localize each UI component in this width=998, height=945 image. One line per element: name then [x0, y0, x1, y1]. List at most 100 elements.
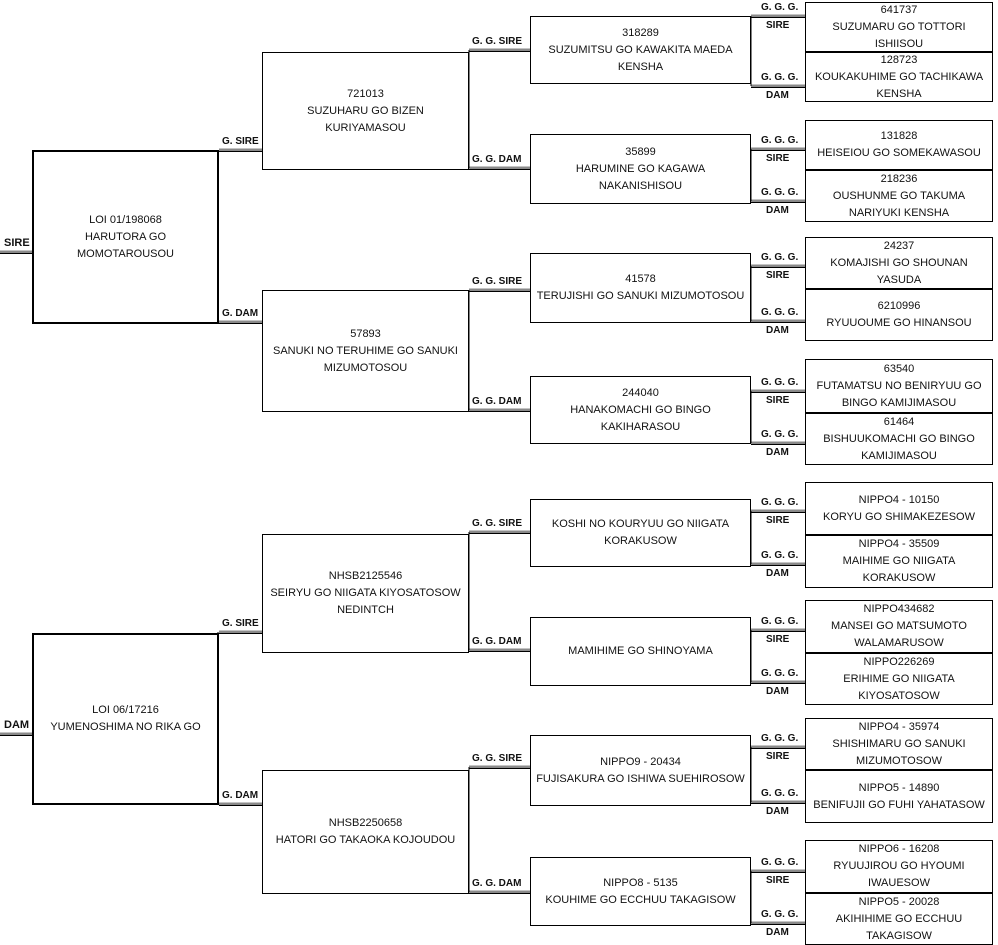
ggg-label: G. G. G. [761, 429, 799, 440]
registration-number: LOI 06/17216 [92, 704, 159, 716]
dog-name: YUMENOSHIMA NO RIKA GO [50, 721, 201, 733]
ggg-dam-label: DAM [766, 205, 789, 216]
registration-number: NIPPO6 - 16208 [858, 843, 940, 855]
gg-connector [469, 408, 530, 412]
registration-number: NIPPO9 - 20434 [600, 755, 681, 768]
ggg-label: G. G. G. [761, 788, 799, 799]
registration-number: NHSB2250658 [328, 817, 403, 829]
ggg-connector [751, 14, 805, 18]
dog-name: HEISEIOU GO SOMEKAWASOU [817, 147, 981, 159]
gg-dam-label: G. G. DAM [472, 636, 522, 647]
g-dam-label: G. DAM [222, 790, 259, 801]
gg-box: MAMIHIME GO SHINOYAMA [530, 617, 751, 686]
dog-name: KOMAJISHI GO SHOUNAN YASUDA [830, 256, 968, 286]
ggg-label: G. G. G. [761, 2, 799, 13]
ggg-sire-label: SIRE [766, 20, 790, 31]
dog-name: KOUKAKUHIME GO TACHIKAWA KENSHA [814, 70, 984, 100]
ggg-sire-label: SIRE [766, 153, 790, 164]
ggg-connector [751, 319, 805, 323]
gg-connector [469, 288, 530, 292]
ggg-sire-label: SIRE [766, 875, 790, 886]
ggg-label: G. G. G. [761, 857, 799, 868]
ggg-label: G. G. G. [761, 377, 799, 388]
dog-name: ERIHIME GO NIIGATA KIYOSATOSOW [843, 672, 955, 702]
ggg-label: G. G. G. [761, 497, 799, 508]
dog-name: BISHUUKOMACHI GO BINGO KAMIJIMASOU [823, 432, 975, 462]
registration-number: 41578 [625, 273, 656, 285]
ggg-connector [751, 147, 805, 151]
registration-number: 35899 [625, 145, 656, 158]
ggg-connector [751, 509, 805, 513]
g-connector [219, 802, 262, 806]
ggg-connector [751, 562, 805, 566]
ggg-connector [751, 921, 805, 925]
dam-side-label: DAM [4, 719, 30, 731]
registration-number: 131828 [880, 130, 918, 142]
dog-name: SUZUHARU GO BIZEN KURIYAMASOU [307, 104, 424, 134]
gg-sire-label: G. G. SIRE [472, 36, 523, 47]
dog-name: MAIHIME GO NIIGATA KORAKUSOW [842, 555, 956, 584]
registration-number: NIPPO4 - 10150 [858, 493, 940, 506]
registration-number: NIPPO434682 [863, 603, 935, 615]
g-sire-label: G. SIRE [222, 618, 259, 629]
ggg-dam-label: DAM [766, 447, 789, 458]
dog-name: HANAKOMACHI GO BINGO KAKIHARASOU [570, 403, 711, 433]
dog-name: HATORI GO TAKAOKA KOJOUDOU [275, 834, 456, 846]
registration-number: 61464 [883, 415, 915, 428]
ggg-label: G. G. G. [761, 668, 799, 679]
ggg-dam-label: DAM [766, 806, 789, 817]
registration-number: NIPPO5 - 20028 [858, 895, 940, 908]
g-dam-label: G. DAM [222, 308, 259, 319]
ggg-dam-label: DAM [766, 325, 789, 336]
dog-name: KOUHIME GO ECCHUU TAKAGISOW [545, 893, 736, 906]
gg-connector [469, 166, 530, 170]
gg-connector [469, 648, 530, 652]
registration-number: NIPPO4 - 35974 [858, 720, 940, 733]
dog-name: MAMIHIME GO SHINOYAMA [568, 645, 713, 657]
registration-number: NIPPO8 - 5135 [603, 876, 678, 889]
side-connector [0, 732, 32, 736]
gg-sire-label: G. G. SIRE [472, 518, 523, 529]
g-connector [219, 148, 262, 152]
registration-number: 218236 [880, 172, 918, 185]
gg-dam-label: G. G. DAM [472, 154, 522, 165]
registration-number: 24237 [883, 239, 915, 252]
gg-sire-label: G. G. SIRE [472, 753, 523, 764]
ggg-label: G. G. G. [761, 72, 799, 83]
dog-name: SUZUMARU GO TOTTORI ISHIISOU [832, 20, 966, 50]
ggg-sire-label: SIRE [766, 634, 790, 645]
registration-number: 244040 [622, 386, 659, 399]
dog-name: BENIFUJII GO FUHI YAHATASOW [813, 798, 985, 811]
dog-name: AKIHIHIME GO ECCHUU TAKAGISOW [835, 912, 963, 942]
ggg-connector [751, 199, 805, 203]
gg-dam-label: G. G. DAM [472, 396, 522, 407]
dog-name: FUTAMATSU NO BENIRYUU GO BINGO KAMIJIMAS… [816, 379, 982, 409]
dog-name: SUZUMITSU GO KAWAKITA MAEDA KENSHA [548, 43, 733, 73]
ggg-connector [751, 745, 805, 749]
ggg-connector [751, 680, 805, 684]
dog-name: RYUUJIROU GO HYOUMI IWAUESOW [833, 860, 965, 889]
ggg-label: G. G. G. [761, 909, 799, 920]
ggg-dam-label: DAM [766, 686, 789, 697]
